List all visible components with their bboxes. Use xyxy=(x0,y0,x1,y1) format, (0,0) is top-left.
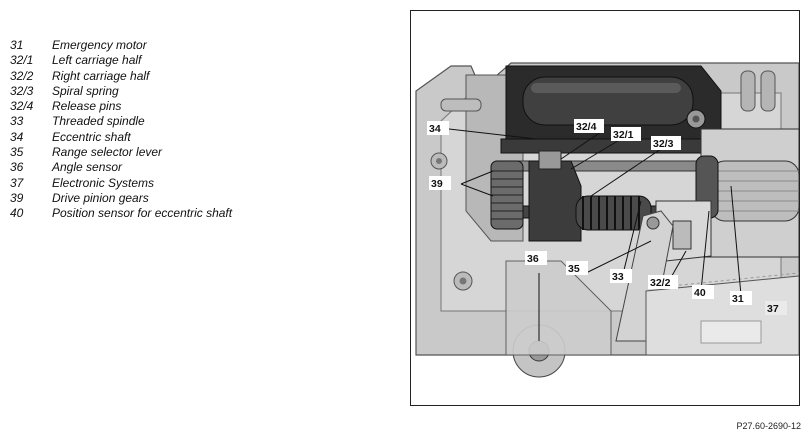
emergency-motor-drawing xyxy=(695,128,799,258)
callout-labels: 34 32/4 32/1 32/3 39 36 35 33 32/2 40 31… xyxy=(427,119,787,315)
legend-description: Threaded spindle xyxy=(52,114,145,129)
figure-reference-code: P27.60-2690-12 xyxy=(736,421,801,431)
callout-32-2: 32/2 xyxy=(650,277,671,289)
legend-number: 36 xyxy=(10,160,24,175)
callout-35: 35 xyxy=(568,263,580,275)
callout-36: 36 xyxy=(527,253,539,265)
legend-description: Drive pinion gears xyxy=(52,190,149,205)
legend-description: Angle sensor xyxy=(52,160,123,175)
range-selector-lever-drawing xyxy=(615,210,674,342)
legend-description: Electronic Systems xyxy=(52,175,155,190)
legend-number: 37 xyxy=(10,175,24,190)
legend-description: Left carriage half xyxy=(52,53,142,68)
legend-number: 35 xyxy=(10,145,24,160)
legend-number: 32/2 xyxy=(10,68,34,83)
legend-description: Eccentric shaft xyxy=(52,129,131,144)
legend-description: Spiral spring xyxy=(52,83,119,98)
legend-number: 32/4 xyxy=(10,99,34,114)
legend-description: Right carriage half xyxy=(52,68,150,83)
spiral-spring-drawing xyxy=(575,195,652,231)
legend-number: 39 xyxy=(10,190,24,205)
callout-40: 40 xyxy=(694,287,706,299)
drive-pinion-gears-drawing xyxy=(490,160,524,230)
legend-number: 34 xyxy=(10,129,24,144)
legend-number: 33 xyxy=(10,114,24,129)
callout-31: 31 xyxy=(732,293,744,305)
legend-description: Emergency motor xyxy=(52,38,147,52)
angle-sensor-drawing xyxy=(505,260,612,378)
callout-32-1: 32/1 xyxy=(613,129,634,141)
legend-number: 32/3 xyxy=(10,83,34,98)
callout-32-4: 32/4 xyxy=(576,121,597,133)
electronic-systems-drawing xyxy=(645,272,799,356)
leader-lines xyxy=(448,128,742,341)
legend-number: 31 xyxy=(10,38,24,52)
illustration-drawing: 34 32/4 32/1 32/3 39 36 35 33 32/2 40 31… xyxy=(415,62,799,378)
motor-housing-drawing xyxy=(505,65,722,142)
callout-34: 34 xyxy=(429,123,441,135)
legend-description: Release pins xyxy=(52,99,122,114)
callout-33: 33 xyxy=(612,271,624,283)
callout-37: 37 xyxy=(767,303,779,315)
legend-description: Range selector lever xyxy=(52,145,163,160)
legend-description: Position sensor for eccentric shaft xyxy=(52,206,233,221)
callout-39: 39 xyxy=(431,178,443,190)
component-illustration: 34 32/4 32/1 32/3 39 36 35 33 32/2 40 31… xyxy=(410,10,800,406)
legend-number: 32/1 xyxy=(10,53,34,68)
callout-32-3: 32/3 xyxy=(653,138,674,150)
legend-number: 40 xyxy=(10,206,24,221)
